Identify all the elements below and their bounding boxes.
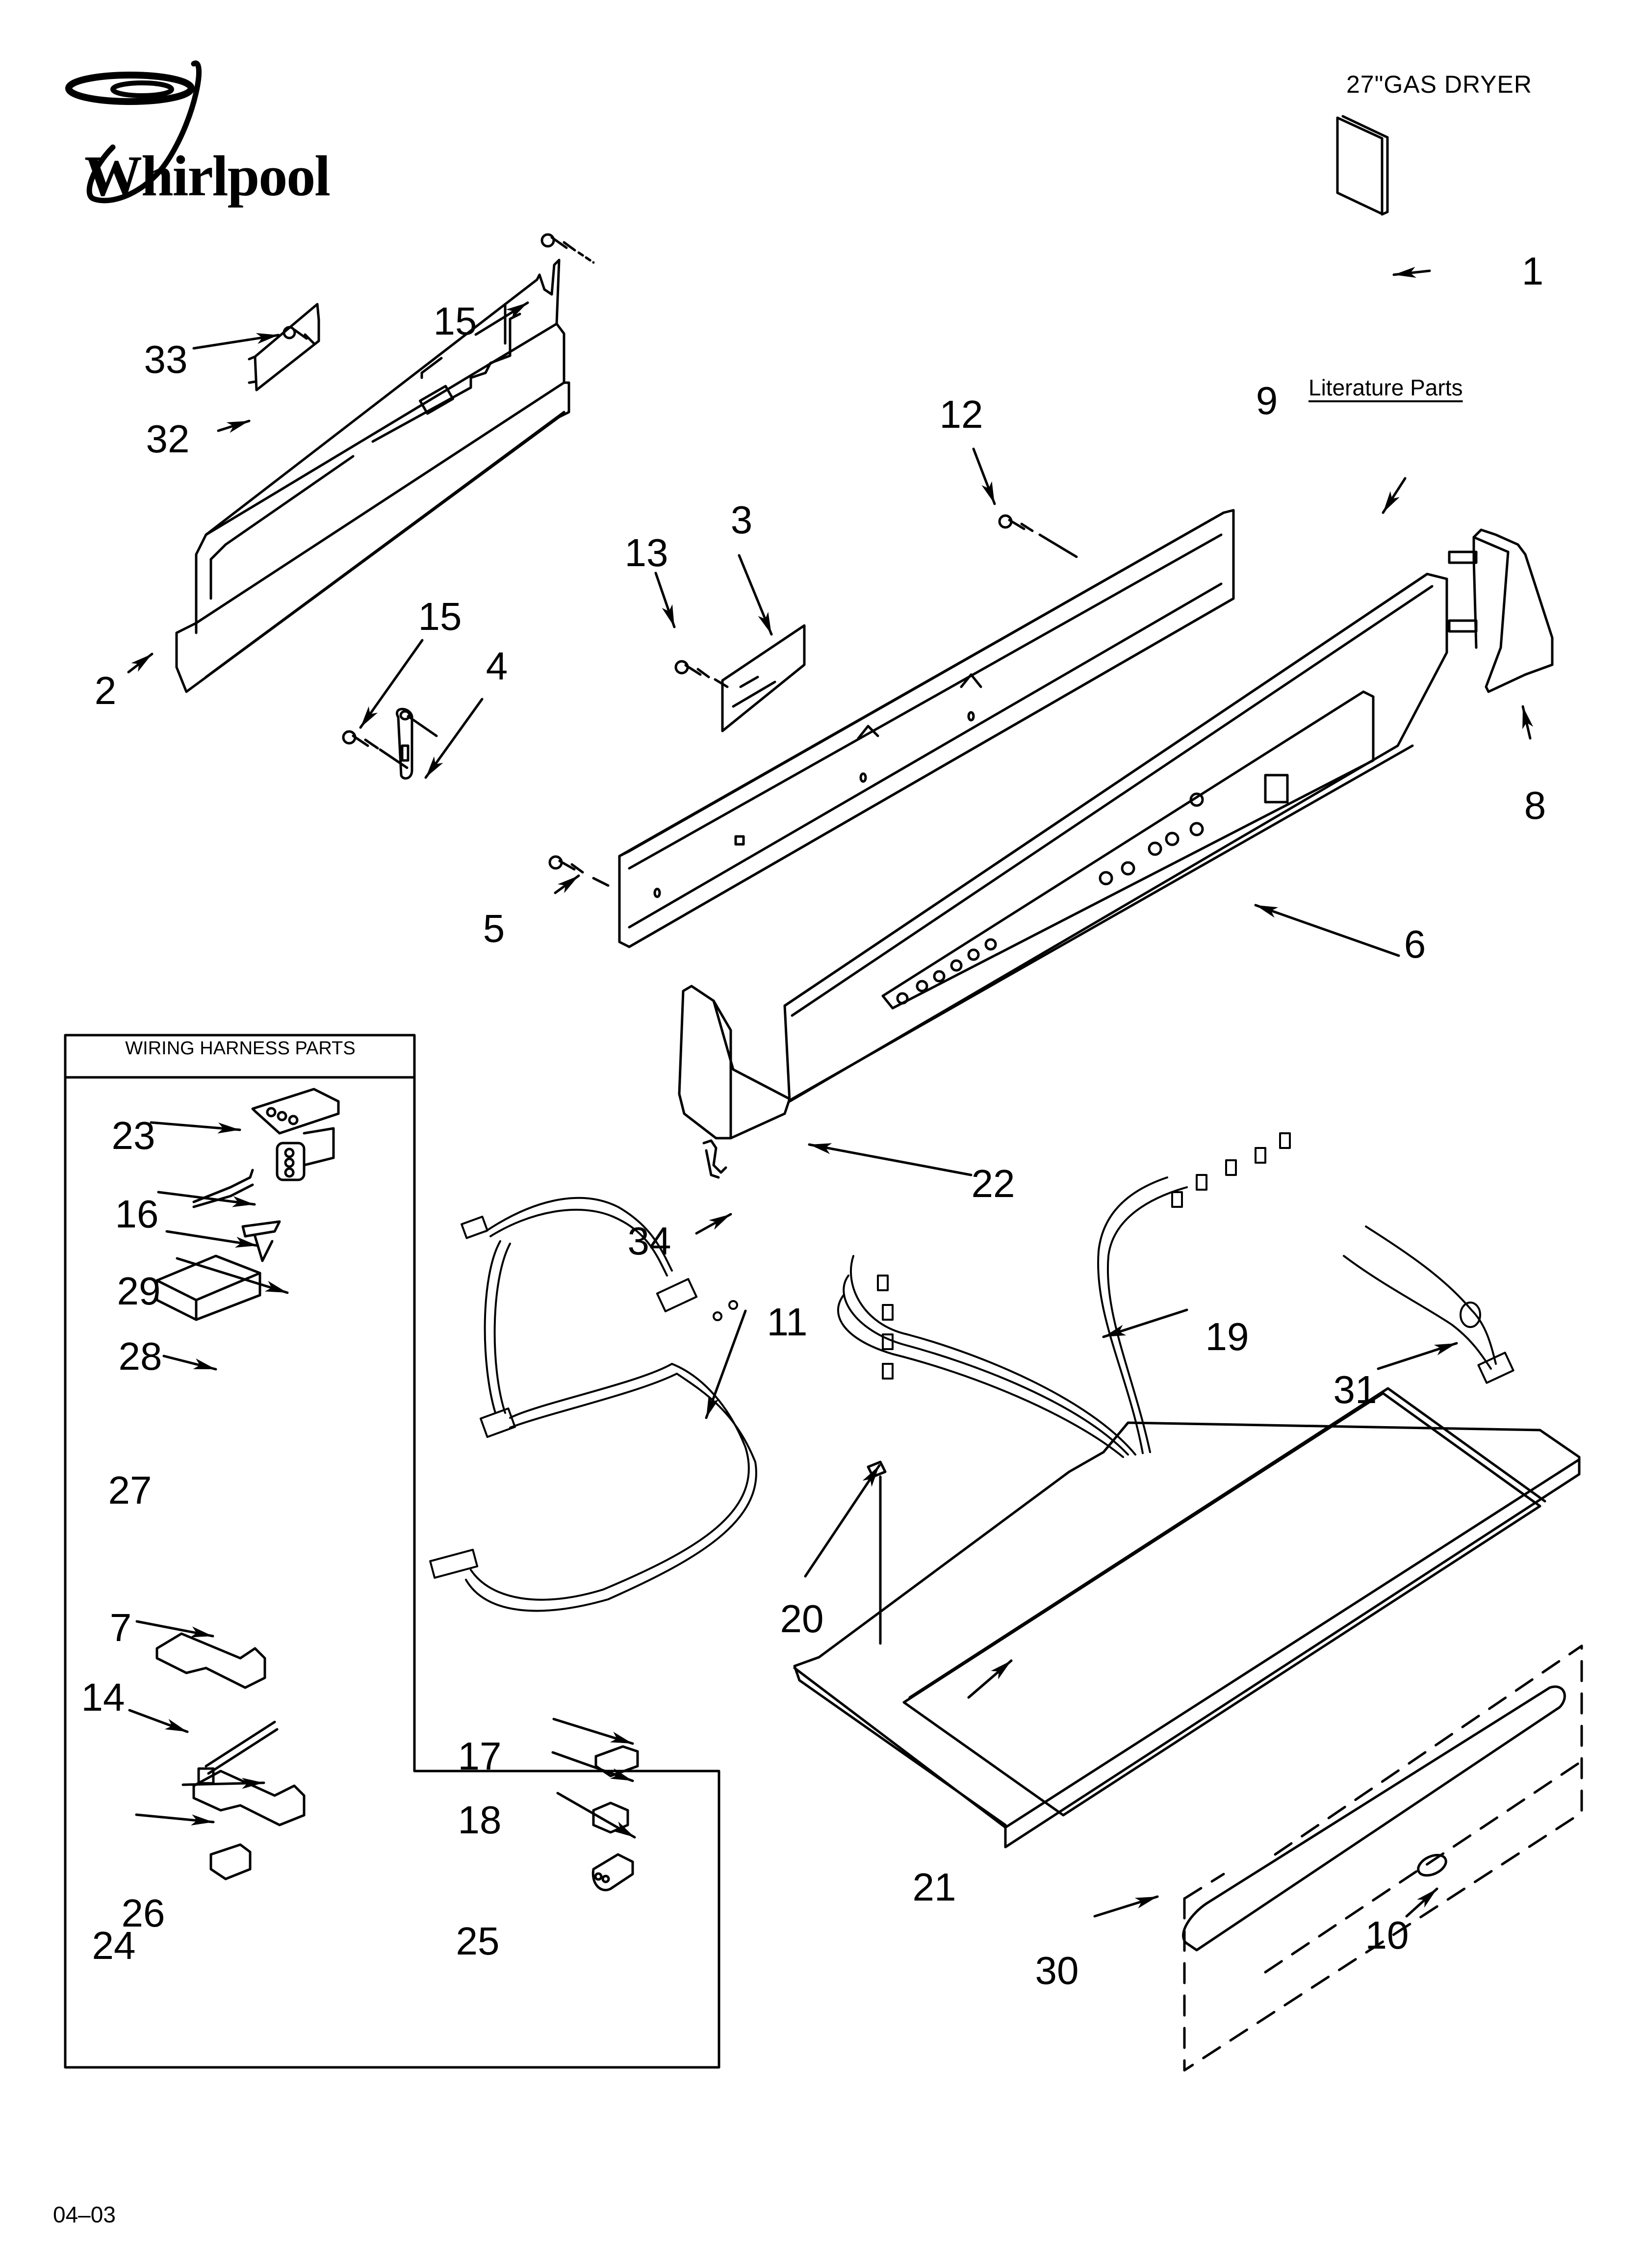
callout-16: 16 — [115, 1192, 159, 1236]
cable-tie-14 — [197, 1721, 279, 1785]
console-channel-part — [618, 509, 1235, 948]
callout-11: 11 — [767, 1300, 808, 1344]
callout-24: 24 — [92, 1924, 136, 1967]
callout-28: 28 — [118, 1334, 162, 1378]
callout-18: 18 — [458, 1798, 502, 1842]
callout-2: 2 — [94, 669, 117, 712]
callout-1: 1 — [1521, 249, 1544, 293]
callout-8: 8 — [1524, 783, 1546, 827]
hinge-strap-part — [396, 707, 438, 780]
small-clip-part-20 — [867, 1460, 887, 1645]
connector-26 — [192, 1770, 306, 1826]
callout-14: 14 — [81, 1675, 125, 1719]
callout-6: 6 — [1404, 922, 1426, 966]
callout-12: 12 — [939, 392, 983, 436]
callout-9: 9 — [1256, 379, 1278, 422]
callout-32: 32 — [146, 417, 190, 461]
callout-5: 5 — [483, 907, 505, 950]
callout-17: 17 — [458, 1734, 502, 1778]
literature-booklet-part — [1336, 115, 1389, 216]
document-title: 27"GAS DRYER — [1346, 71, 1532, 98]
callout-15-left: 15 — [418, 595, 462, 638]
left-end-cap-part — [678, 985, 791, 1140]
bracket-plate-part — [248, 303, 320, 391]
right-end-cap-part — [1448, 528, 1554, 693]
top-panel-part — [793, 1387, 1581, 1849]
literature-parts-label: Literature Parts — [1308, 375, 1463, 400]
control-board-part — [721, 624, 806, 732]
screw-part-12 — [998, 514, 1078, 558]
wiring-harness-11-part — [429, 1197, 757, 1612]
connector-7 — [155, 1632, 266, 1689]
whirlpool-swirl-logo — [65, 60, 202, 204]
console-back-panel-part — [175, 259, 570, 693]
screw-part-15-top — [540, 233, 595, 264]
callout-23: 23 — [111, 1114, 155, 1157]
callout-21: 21 — [912, 1865, 956, 1909]
wiring-harness-19-part — [837, 1132, 1291, 1458]
leader-arrows — [127, 266, 1534, 1918]
screw-part-15-left — [342, 730, 409, 769]
callout-33: 33 — [144, 338, 188, 381]
connector-23 — [251, 1088, 340, 1135]
callout-15-top: 15 — [433, 299, 477, 343]
callout-30: 30 — [1035, 1949, 1079, 1992]
connector-27 — [155, 1254, 261, 1321]
terminal-29 — [192, 1169, 254, 1208]
callout-7: 7 — [109, 1606, 132, 1649]
whirlpool-logo: Whirlpool — [59, 49, 343, 211]
harness-parts-box — [64, 1034, 720, 2069]
screw-part-13 — [674, 660, 729, 688]
callout-26: 26 — [121, 1891, 165, 1935]
harness-19-terminals — [877, 1132, 1291, 1380]
callout-34: 34 — [627, 1219, 671, 1263]
callout-27: 27 — [108, 1468, 152, 1512]
callout-10: 10 — [1365, 1913, 1409, 1957]
clip-part — [702, 1139, 727, 1179]
wiring-harness-31-part — [1343, 1225, 1514, 1384]
callout-20: 20 — [780, 1597, 824, 1641]
badge-part-10 — [1417, 1853, 1447, 1877]
connector-25 — [591, 1853, 634, 1892]
callout-25: 25 — [456, 1919, 500, 1963]
footer-date-code: 04–03 — [53, 2202, 116, 2227]
callout-31: 31 — [1333, 1368, 1377, 1411]
harness-box-title: WIRING HARNESS PARTS — [125, 1038, 356, 1059]
connector-18 — [594, 1745, 639, 1777]
callout-3: 3 — [730, 498, 753, 542]
screw-part-5 — [548, 855, 610, 887]
grille-kit-dashed-box — [1183, 1644, 1583, 2072]
terminal-clip-28 — [241, 1220, 281, 1262]
console-panel-part — [783, 573, 1448, 1103]
connector-24 — [209, 1843, 252, 1880]
connector-16 — [276, 1127, 335, 1181]
callout-13: 13 — [624, 531, 668, 574]
brand-wordmark: Whirlpool — [84, 144, 331, 208]
callout-4: 4 — [486, 644, 508, 688]
console-buttons — [896, 774, 1289, 1005]
callout-29: 29 — [117, 1269, 161, 1313]
screw-part-33 — [282, 326, 315, 345]
callout-22: 22 — [971, 1162, 1015, 1205]
callout-19: 19 — [1205, 1315, 1249, 1358]
grille-trim-part — [1182, 1685, 1566, 1952]
